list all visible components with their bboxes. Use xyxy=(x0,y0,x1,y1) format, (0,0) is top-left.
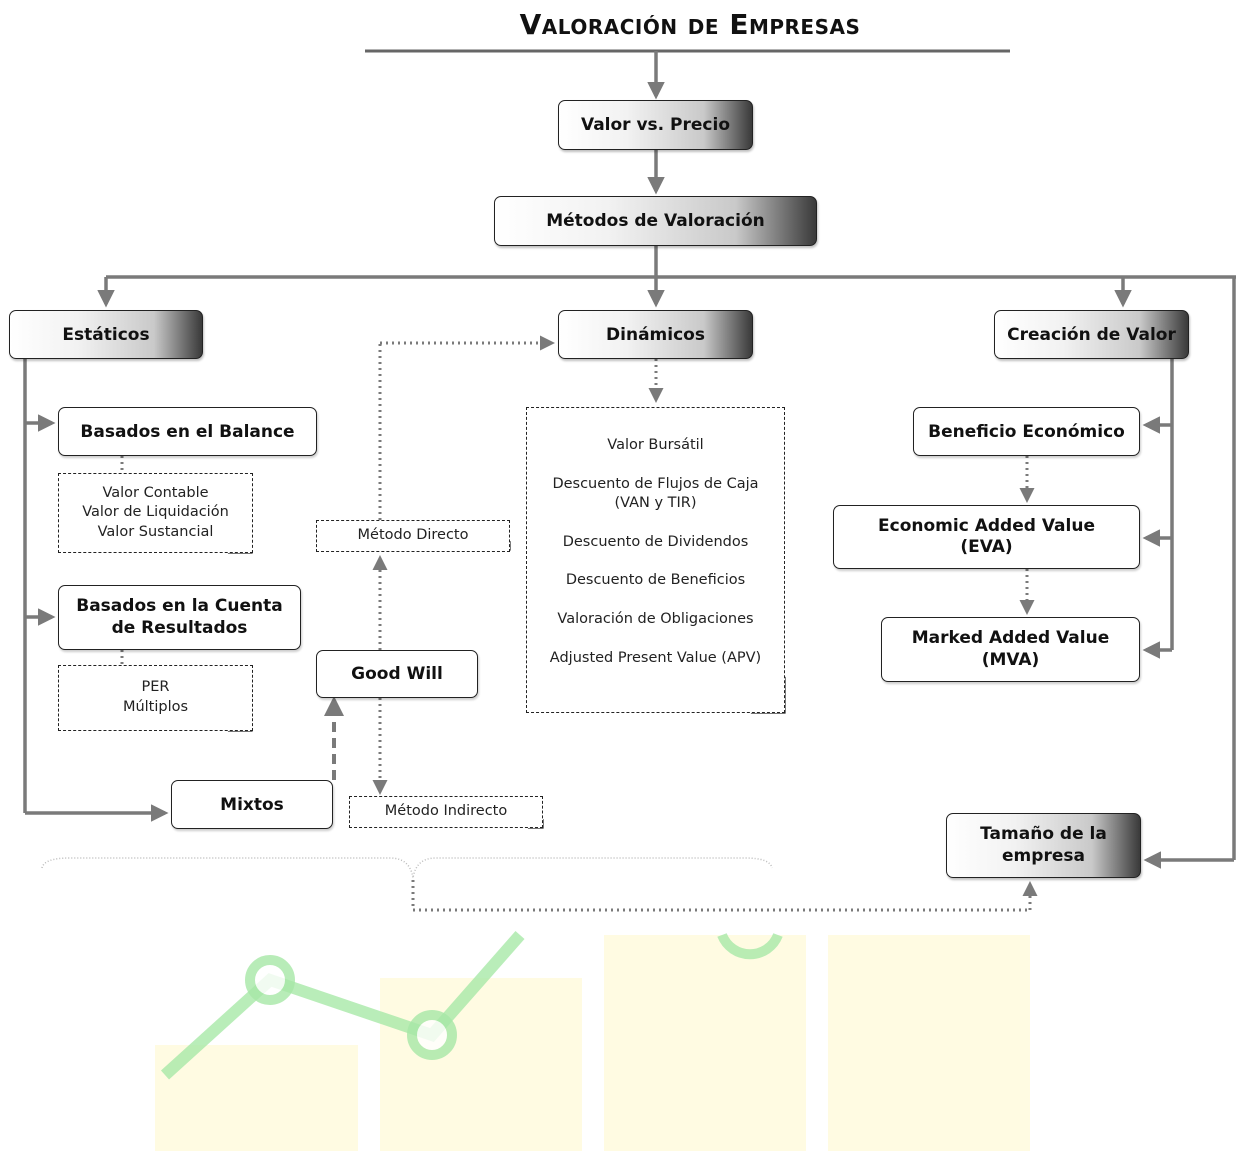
node-valor-precio: Valor vs. Precio xyxy=(558,100,753,150)
node-good-will: Good Will xyxy=(316,650,478,698)
note-item: Valoración de Obligaciones xyxy=(557,611,754,628)
note-metodo-directo: Método Directo xyxy=(316,520,510,552)
note-item: Valor Bursátil xyxy=(607,437,704,453)
node-basados-cuenta: Basados en la Cuenta de Resultados xyxy=(58,585,301,650)
note-item: (VAN y TIR) xyxy=(614,494,697,511)
node-line: Tamaño de la xyxy=(980,824,1107,845)
note-item: Múltiplos xyxy=(122,699,189,715)
note-metodo-indirecto: Método Indirecto xyxy=(349,796,543,828)
note-item: Descuento de Dividendos xyxy=(562,533,749,550)
page-title: Valoración de Empresas xyxy=(519,8,861,41)
note-item: Descuento de Flujos de Caja xyxy=(552,475,759,492)
node-tamano-empresa: Tamaño de la empresa xyxy=(946,813,1141,878)
node-basados-balance: Basados en el Balance xyxy=(58,407,317,456)
note-item: Descuento de Beneficios xyxy=(565,572,746,589)
note-item: Valor Contable xyxy=(102,484,209,501)
note-item: Valor de Liquidación xyxy=(82,504,229,521)
node-metodos-valoracion: Métodos de Valoración xyxy=(494,196,817,246)
note-item: Adjusted Present Value (APV) xyxy=(549,650,762,667)
note-balance-items: Valor Contable Valor de Liquidación Valo… xyxy=(58,473,253,553)
node-line: Basados en la Cuenta xyxy=(76,596,283,617)
node-line: Economic Added Value xyxy=(878,515,1095,536)
node-line: de Resultados xyxy=(111,617,248,638)
note-cuenta-items: PER Múltiplos xyxy=(58,665,253,731)
node-line: Marked Added Value xyxy=(911,628,1110,649)
node-line: (EVA) xyxy=(960,537,1013,557)
node-eva: Economic Added Value (EVA) xyxy=(833,505,1140,569)
node-creacion-valor: Creación de Valor xyxy=(994,310,1189,359)
node-beneficio-economico: Beneficio Económico xyxy=(913,407,1140,456)
node-estaticos: Estáticos xyxy=(9,310,203,359)
note-item: PER xyxy=(141,679,170,696)
node-mva: Marked Added Value (MVA) xyxy=(881,617,1140,682)
node-line: (MVA) xyxy=(981,649,1040,670)
note-item: Valor Sustancial xyxy=(97,523,214,540)
node-line: empresa xyxy=(1002,845,1085,866)
node-dinamicos: Dinámicos xyxy=(558,310,753,359)
note-dinamicos-items: Valor Bursátil Descuento de Flujos de Ca… xyxy=(526,407,785,713)
node-mixtos: Mixtos xyxy=(171,780,333,829)
